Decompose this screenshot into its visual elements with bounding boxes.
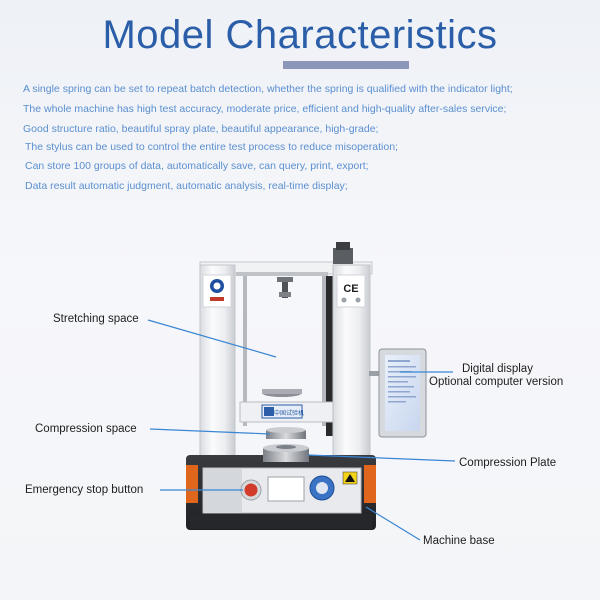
emergency-stop-button[interactable]: [244, 483, 258, 497]
brand-plate-text: 中国试验机: [274, 409, 304, 417]
base-bottom-strip: [190, 515, 372, 529]
touch-display-screen: [385, 355, 420, 431]
feature-item: A single spring can be set to repeat bat…: [23, 83, 513, 95]
upper-grip: [282, 282, 288, 298]
compression-plate-pointer: [307, 454, 456, 462]
upper-grip-mount: [277, 277, 293, 282]
top-knob: [336, 242, 350, 250]
stretching-pointer: [147, 319, 277, 358]
crossbeam-shadow: [236, 272, 328, 276]
display-arm: [369, 371, 380, 376]
lead-screw: [326, 276, 333, 436]
guide-rod-left: [243, 276, 247, 426]
label-compression-plate: Compression Plate: [459, 457, 557, 469]
page-title: Model Characteristics: [102, 13, 498, 57]
ce-mark: CE: [343, 283, 358, 295]
label-stretching-space: Stretching space: [53, 313, 139, 325]
upper-compression-plate: [266, 430, 306, 439]
label-emergency-stop: Emergency stop button: [25, 484, 144, 496]
brand-logo-text: [210, 297, 224, 301]
feature-item: The stylus can be used to control the en…: [25, 141, 398, 153]
ce-plate: [336, 274, 366, 308]
guide-rod-right: [322, 276, 326, 426]
annotation-lines: [147, 319, 456, 541]
feature-item: Good structure ratio, beautiful spray pl…: [23, 123, 379, 135]
title-underline: [283, 61, 409, 69]
label-compression-space: Compression space: [35, 423, 137, 435]
feature-item: Data result automatic judgment, automati…: [25, 180, 348, 192]
feature-item: Can store 100 groups of data, automatica…: [25, 160, 369, 172]
top-motor-cap: [333, 248, 353, 264]
feature-item: The whole machine has high test accuracy…: [23, 103, 507, 115]
lower-compression-plate: [263, 448, 309, 462]
base-accent-left: [186, 465, 198, 503]
label-optional-computer: Optional computer version: [429, 376, 564, 388]
compression-space-pointer: [149, 428, 271, 435]
panel-display-window: [267, 476, 305, 502]
label-digital-display: Digital display: [462, 363, 533, 375]
label-machine-base: Machine base: [423, 535, 495, 547]
base-accent-right: [364, 465, 376, 503]
machine-base-pointer: [365, 506, 421, 541]
